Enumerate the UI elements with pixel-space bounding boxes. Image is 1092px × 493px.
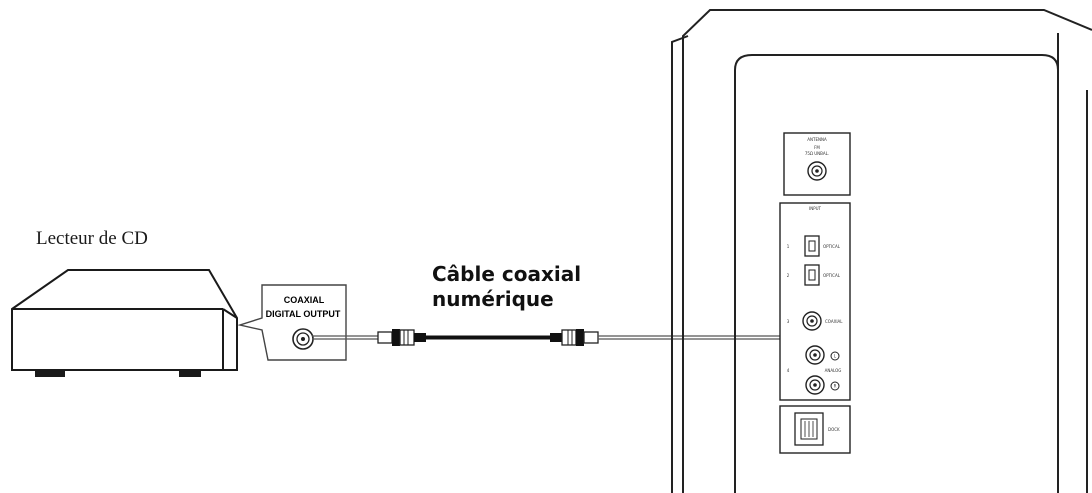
row4-num: 4 [787,368,790,373]
input-row-2: 2 OPTICAL [787,264,841,286]
coaxial-cable [312,329,805,346]
row4-l: L [834,354,837,359]
digital-output-callout: COAXIAL DIGITAL OUTPUT [237,284,347,361]
dock-module: DOCK [779,405,851,454]
output-label-line1: COAXIAL [284,295,325,305]
input-row-1: 1 OPTICAL [787,235,841,257]
cd-player [11,269,238,377]
input-title: INPUT [809,206,822,211]
input-module: INPUT 1 OPTICAL 2 OPTICAL 3 COAXIAL [779,202,851,401]
cd-player-label: Lecteur de CD [36,228,148,249]
antenna-module: ANTENNA FM 75Ω UNBAL. [783,132,851,196]
row1-num: 1 [787,244,790,249]
row4-r: R [834,384,837,389]
rca-plug-right [550,329,599,346]
row2-label: OPTICAL [823,273,841,278]
row4-label: ANALOG [825,368,842,373]
cable-label-line1: Câble coaxial [432,262,582,286]
dock-label: DOCK [828,427,840,432]
cable-label-line2: numérique [432,287,554,311]
coax-output-jack [292,328,314,350]
row2-num: 2 [787,273,790,278]
antenna-title: ANTENNA [807,137,827,142]
antenna-sub1: FM [814,145,820,150]
row1-label: OPTICAL [823,244,841,249]
input-row-3: 3 COAXIAL [787,311,843,331]
row3-num: 3 [787,319,790,324]
row3-label: COAXIAL [825,319,843,324]
cable-label: Câble coaxial numérique [432,262,581,312]
input-row-4: 4 L ANALOG R [787,345,842,395]
output-label-line2: DIGITAL OUTPUT [266,309,341,319]
antenna-sub2: 75Ω UNBAL. [805,151,829,156]
receiver-rear-panel: ANTENNA FM 75Ω UNBAL. INPUT 1 OPTICAL 2 … [671,9,1092,493]
rca-plug-left [377,329,426,346]
